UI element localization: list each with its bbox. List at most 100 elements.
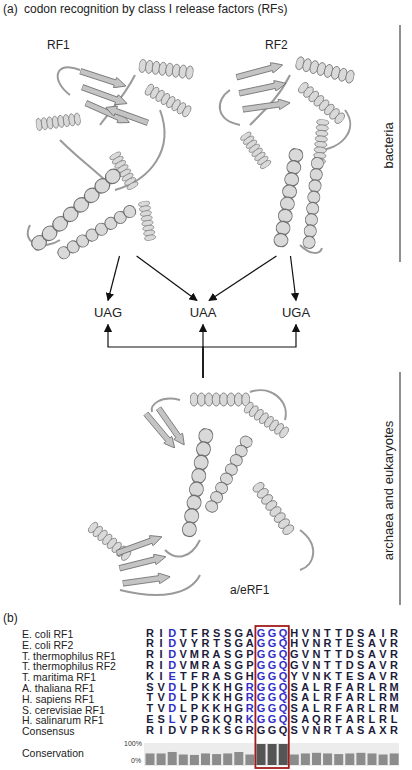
residue: R: [322, 703, 333, 714]
residue: P: [189, 692, 200, 703]
residue: S: [355, 671, 366, 682]
residue: Q: [278, 703, 289, 714]
residue: R: [355, 692, 366, 703]
residue: H: [289, 638, 300, 649]
drawing-part: [190, 393, 250, 406]
residue: H: [222, 682, 233, 693]
residue: V: [377, 638, 388, 649]
bracket-arrow: [108, 325, 203, 379]
conservation-bar: [301, 753, 310, 765]
rf1-structure: [28, 59, 194, 261]
structure-label: RF2: [265, 38, 288, 52]
species-name: H. salinarum RF1: [22, 714, 104, 726]
residue: G: [266, 725, 277, 736]
residue: T: [322, 649, 333, 660]
residue: G: [266, 649, 277, 660]
residue: R: [144, 725, 155, 736]
residue: Q: [222, 714, 233, 725]
conservation-track: [144, 743, 399, 766]
residue: A: [244, 628, 255, 639]
stop-codon: UAG: [90, 303, 126, 322]
species-name: S. cerevisiae RF1: [22, 704, 105, 716]
residue: S: [355, 638, 366, 649]
residue: A: [366, 638, 377, 649]
sequence-row: TVDLPKKHGRGGQSALRFARLRM: [144, 692, 399, 703]
residue: I: [156, 725, 167, 736]
residue: F: [333, 714, 344, 725]
erf1-structure: [87, 390, 314, 595]
residue: D: [167, 692, 178, 703]
conservation-bar: [379, 755, 388, 766]
bracket-arrow: [203, 325, 296, 379]
conservation-bar: [223, 753, 232, 765]
residue: G: [266, 628, 277, 639]
residue: R: [389, 660, 400, 671]
drawing-part: [29, 166, 124, 253]
drawing-part: [294, 56, 355, 84]
residue: I: [156, 638, 167, 649]
residue: D: [344, 660, 355, 671]
residue: D: [167, 682, 178, 693]
conservation-bar: [212, 754, 221, 765]
figure-title: codon recognition by class I release fac…: [24, 3, 287, 17]
residue: R: [322, 638, 333, 649]
residue: Q: [278, 682, 289, 693]
conservation-bar: [157, 753, 166, 765]
residue: G: [233, 682, 244, 693]
residue: P: [244, 660, 255, 671]
sequence-row: RIDVYRTSGAGGQHVNRTESAVR: [144, 638, 399, 649]
residue: D: [344, 628, 355, 639]
residue: G: [233, 628, 244, 639]
residue: L: [389, 714, 400, 725]
residue: L: [366, 682, 377, 693]
residue: R: [389, 671, 400, 682]
drawing-part: [181, 427, 214, 537]
residue: A: [366, 660, 377, 671]
residue: S: [289, 682, 300, 693]
residue: Q: [278, 660, 289, 671]
residue: H: [222, 703, 233, 714]
residue: V: [377, 649, 388, 660]
residue: L: [311, 692, 322, 703]
species-name: E. coli RF1: [22, 628, 73, 640]
residue: L: [366, 714, 377, 725]
residue: K: [244, 714, 255, 725]
residue: V: [156, 703, 167, 714]
conservation-bar: [257, 744, 266, 765]
sequence-row: ESLVPGKQRKGGQSAQRFARLRL: [144, 714, 399, 725]
residue: N: [311, 725, 322, 736]
residue: M: [189, 660, 200, 671]
residue: P: [189, 682, 200, 693]
conservation-bar: [245, 755, 254, 766]
residue: N: [311, 638, 322, 649]
residue: S: [289, 703, 300, 714]
residue: A: [366, 649, 377, 660]
residue: P: [189, 714, 200, 725]
sequence-row: RIDVMRASGPGGQGVNTTDSAVR: [144, 649, 399, 660]
residue: R: [233, 714, 244, 725]
residue: L: [178, 692, 189, 703]
residue: G: [266, 682, 277, 693]
residue: G: [233, 725, 244, 736]
axis-tick: 100%: [124, 740, 142, 748]
residue: R: [355, 703, 366, 714]
residue: V: [178, 725, 189, 736]
drawing-part: [251, 481, 295, 537]
residue: S: [222, 649, 233, 660]
residue: R: [200, 649, 211, 660]
residue: T: [322, 660, 333, 671]
residue: E: [167, 671, 178, 682]
residue: P: [189, 725, 200, 736]
residue: E: [344, 671, 355, 682]
recognition-arrow: [291, 256, 296, 301]
residue: L: [311, 682, 322, 693]
stop-codon: UAA: [186, 303, 221, 322]
residue: I: [377, 628, 388, 639]
residue: A: [344, 714, 355, 725]
residue: A: [344, 682, 355, 693]
residue: G: [255, 692, 266, 703]
conservation-bar: [234, 752, 243, 765]
group-bar: [399, 25, 400, 262]
residue: G: [266, 660, 277, 671]
